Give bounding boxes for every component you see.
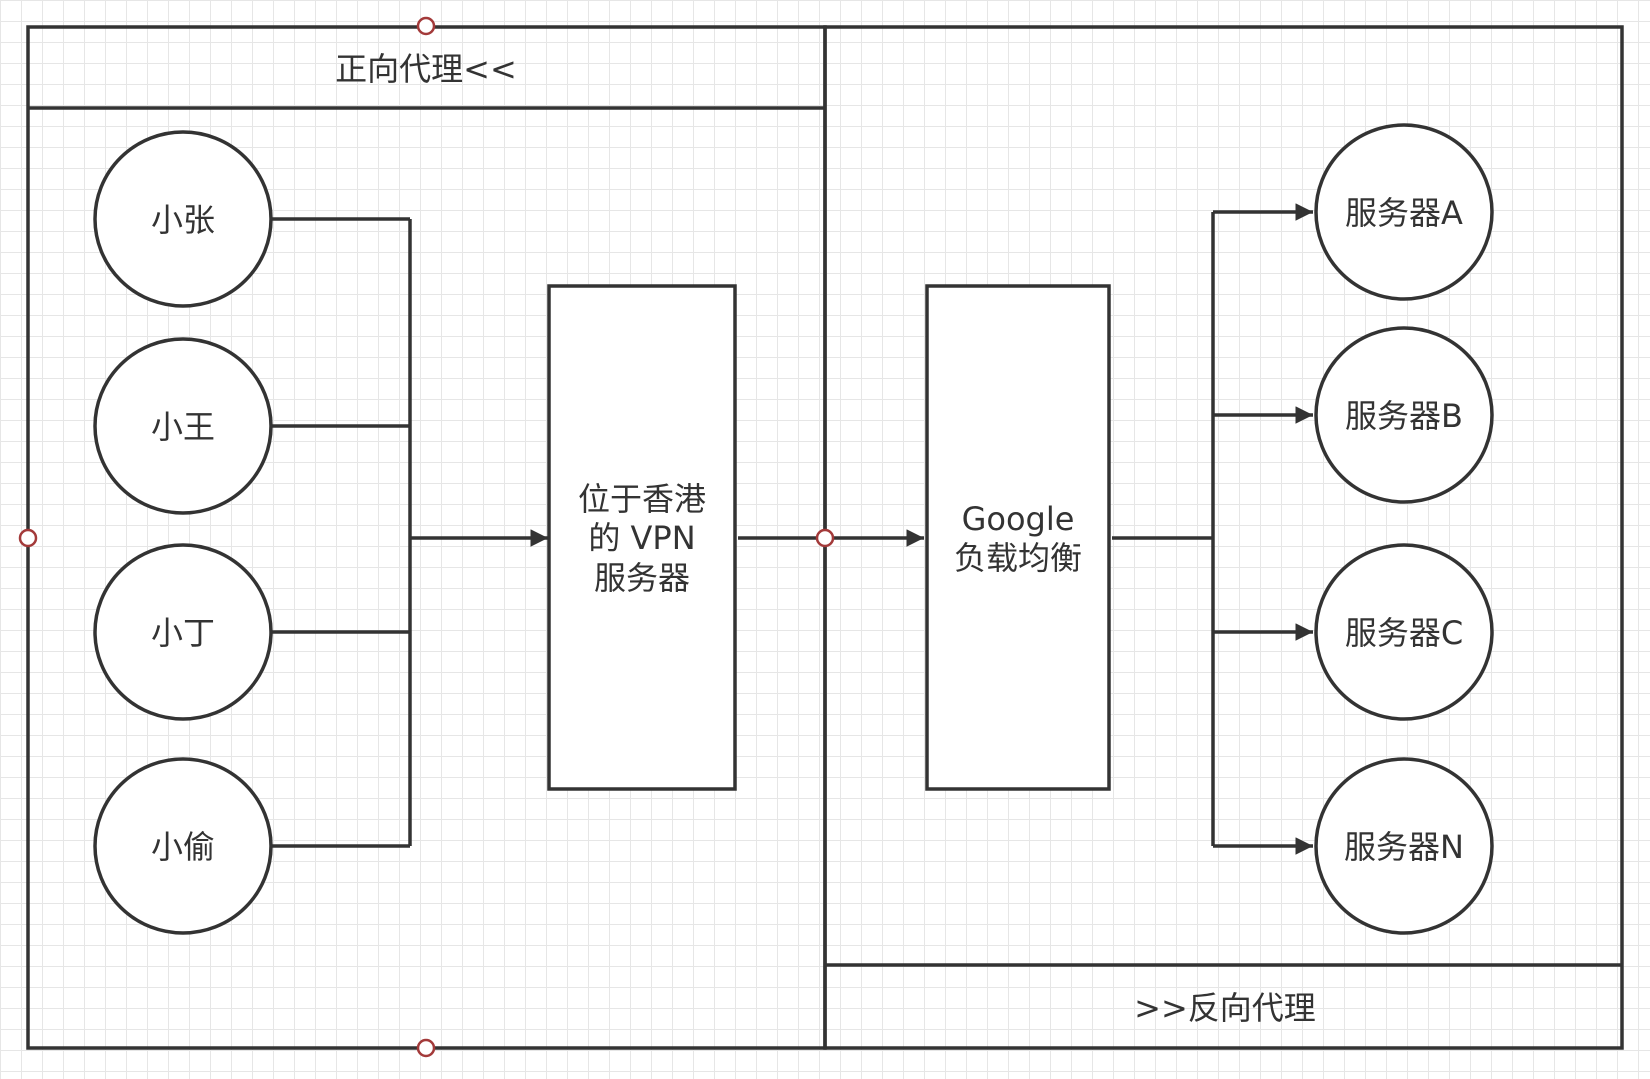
client-node[interactable]: 小丁 xyxy=(93,543,273,721)
server-circle xyxy=(1314,326,1494,504)
reverse-proxy-title: >>反向代理 xyxy=(1134,989,1316,1027)
server-label: 服务器B xyxy=(1345,397,1463,435)
vpn-server-node[interactable]: 位于香港 的 VPN 服务器 xyxy=(547,284,737,791)
server-label: 服务器C xyxy=(1345,614,1463,652)
vpn-server-box xyxy=(547,284,737,791)
selection-handles[interactable] xyxy=(18,16,835,1058)
server-node[interactable]: 服务器C xyxy=(1314,543,1494,721)
client-label: 小丁 xyxy=(151,614,215,652)
client-node[interactable]: 小张 xyxy=(93,130,273,308)
client-label: 小张 xyxy=(151,201,215,239)
selection-handle-right[interactable] xyxy=(815,528,835,548)
client-node[interactable]: 小偷 xyxy=(93,757,273,935)
server-connectors[interactable] xyxy=(1112,203,1313,855)
server-label: 服务器N xyxy=(1344,828,1464,866)
server-circle xyxy=(1314,543,1494,721)
selection-handle-bottom[interactable] xyxy=(416,1038,436,1058)
server-node[interactable]: 服务器N xyxy=(1314,757,1494,935)
selection-handle-left[interactable] xyxy=(18,528,38,548)
vpn-server-label-line-3: 服务器 xyxy=(594,559,690,597)
load-balancer-node[interactable]: Google 负载均衡 xyxy=(925,284,1111,791)
server-node[interactable]: 服务器B xyxy=(1314,326,1494,504)
load-balancer-box xyxy=(925,284,1111,791)
load-balancer-label-line-1: Google xyxy=(962,500,1075,538)
client-label: 小偷 xyxy=(151,828,215,866)
client-node[interactable]: 小王 xyxy=(93,337,273,515)
client-label: 小王 xyxy=(151,408,215,446)
selection-handle-top[interactable] xyxy=(416,16,436,36)
load-balancer-label-line-2: 负载均衡 xyxy=(954,539,1082,577)
server-circle xyxy=(1314,757,1494,935)
server-circle xyxy=(1314,123,1494,301)
server-label: 服务器A xyxy=(1345,194,1463,232)
forward-proxy-title: 正向代理<< xyxy=(335,50,517,88)
vpn-server-label-line-1: 位于香港 xyxy=(578,480,706,518)
client-connectors[interactable] xyxy=(271,217,548,848)
server-node[interactable]: 服务器A xyxy=(1314,123,1494,301)
vpn-server-label-line-2: 的 VPN xyxy=(588,519,695,557)
